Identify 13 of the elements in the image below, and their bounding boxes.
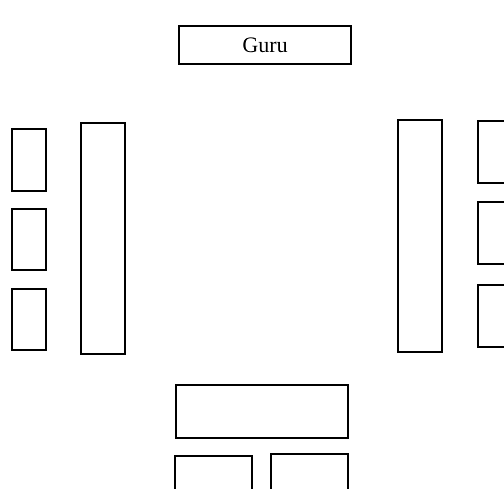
desk-box: [477, 120, 504, 184]
teacher-desk-box: [178, 25, 352, 65]
desk-box: [11, 288, 47, 351]
desk-box: [477, 201, 504, 265]
desk-label: Guru: [242, 32, 288, 58]
desk-box: [270, 453, 349, 489]
desk-box: [80, 122, 126, 355]
desk-box: [174, 455, 253, 489]
desk-box: [477, 284, 504, 348]
desk-box: [175, 384, 349, 439]
desk-box: [11, 128, 47, 192]
desk-box: [11, 208, 47, 271]
desk-box: [397, 119, 443, 353]
